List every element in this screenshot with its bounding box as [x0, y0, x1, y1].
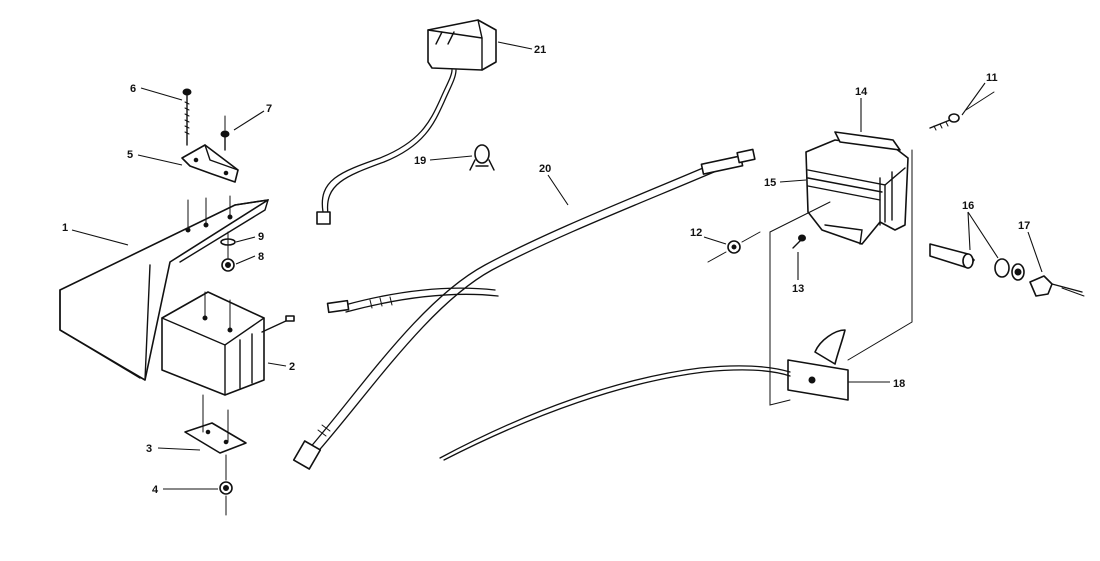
callout-11: 11 [986, 72, 998, 84]
washer-part [707, 231, 761, 263]
small-screw-part [792, 234, 806, 249]
key-switch-part [929, 243, 1025, 281]
battery-cover-part [59, 195, 269, 381]
callout-20: 20 [539, 163, 551, 175]
bottom-nut-part [219, 454, 233, 516]
callout-14: 14 [855, 86, 868, 98]
callout-8: 8 [258, 251, 264, 263]
nut-part [221, 258, 235, 272]
short-screw-part [220, 115, 230, 151]
callout-4: 4 [152, 484, 159, 496]
assembly-guide-lines [769, 91, 1085, 406]
bottom-plate-part [184, 394, 247, 454]
callout-16: 16 [962, 200, 974, 212]
cable-assembly-part [292, 148, 756, 470]
callout-21: 21 [534, 44, 546, 56]
key-part [1029, 275, 1083, 297]
long-screw-part [182, 88, 192, 146]
callout-19: 19 [414, 155, 426, 167]
callout-2: 2 [289, 361, 295, 373]
callout-6: 6 [130, 83, 136, 95]
power-adapter-part [316, 19, 497, 225]
callout-9: 9 [258, 231, 264, 243]
control-box-part [805, 131, 909, 245]
callout-1: 1 [62, 222, 68, 234]
callout-12: 12 [690, 227, 702, 239]
callout-labels: 1 2 3 4 5 6 7 8 9 11 12 13 14 15 16 17 1… [62, 44, 1030, 496]
callout-15: 15 [764, 177, 776, 189]
battery-part [161, 291, 295, 396]
box-screw-part [929, 113, 960, 131]
cable-clip-part [469, 144, 495, 171]
callout-17: 17 [1018, 220, 1030, 232]
sensor-plate-part [439, 329, 849, 461]
bracket-part [181, 144, 239, 183]
leader-lines [71, 41, 1043, 490]
callout-13: 13 [792, 283, 804, 295]
callout-5: 5 [127, 149, 133, 161]
callout-3: 3 [146, 443, 152, 455]
callout-7: 7 [266, 103, 272, 115]
lock-washer-part [220, 231, 236, 259]
callout-18: 18 [893, 378, 905, 390]
